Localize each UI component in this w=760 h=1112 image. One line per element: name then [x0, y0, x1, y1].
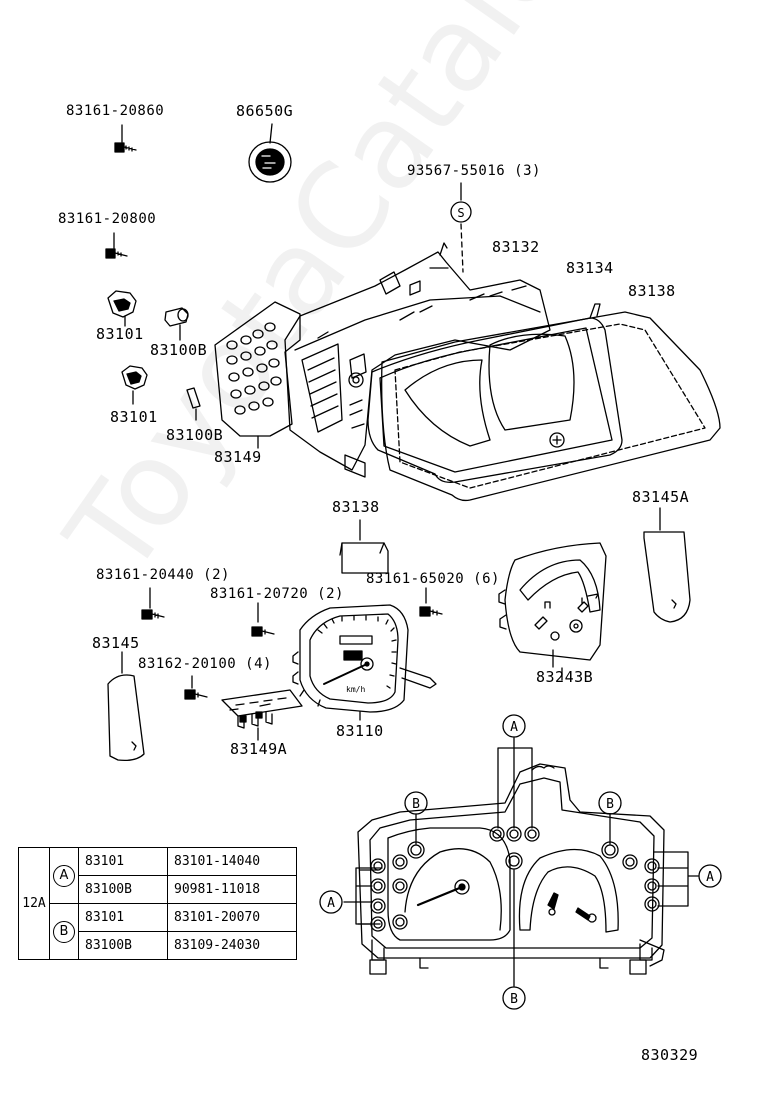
- plate-83145: [107, 651, 145, 762]
- bulb-83100b-bottom: [186, 387, 201, 421]
- label-83243b: 83243B: [536, 668, 594, 686]
- meter-case-83132: [284, 242, 551, 478]
- svg-text:A: A: [510, 720, 518, 735]
- label-83101-a: 83101: [96, 325, 144, 343]
- svg-text:B: B: [606, 797, 614, 812]
- gauge-unit: km/h: [346, 685, 365, 694]
- screw-83161-20860: [114, 124, 137, 153]
- legend-part: 83100B: [78, 931, 168, 960]
- svg-text:A: A: [327, 896, 335, 911]
- printed-circuit-83149: [214, 301, 301, 449]
- bulb-socket-83101-bottom: [121, 365, 148, 405]
- legend-number: 83109-24030: [167, 931, 297, 960]
- legend-row: 12A A 83101 83101-14040: [18, 847, 297, 960]
- screw-83161-20800: [105, 232, 128, 259]
- label-83161-20800: 83161-20800: [58, 211, 157, 227]
- label-83138-mid: 83138: [332, 498, 380, 516]
- label-83161-65020: 83161-65020 (6): [366, 571, 500, 587]
- svg-text:B: B: [412, 797, 420, 812]
- screws-83161-65020: [419, 587, 443, 617]
- legend-number: 83101-14040: [167, 847, 297, 876]
- legend-marker-b: B: [53, 920, 75, 943]
- legend-part: 83101: [78, 903, 168, 932]
- screws-83161-20440: [141, 587, 165, 620]
- label-83149: 83149: [214, 448, 262, 466]
- marker-b-right: B: [598, 791, 622, 815]
- label-83100b-a: 83100B: [150, 341, 208, 359]
- legend-row: 83100B 83109-24030: [19, 931, 297, 960]
- label-83110: 83110: [336, 722, 384, 740]
- marker-a-top: A: [502, 714, 526, 738]
- instrument-panel-front-view: [357, 763, 665, 975]
- label-83132: 83132: [492, 238, 540, 256]
- bulb-83100b-top: [164, 307, 189, 341]
- marker-b-left: B: [404, 791, 428, 815]
- label-83161-20440: 83161-20440 (2): [96, 567, 230, 583]
- svg-text:A: A: [706, 870, 714, 885]
- label-83161-20720: 83161-20720 (2): [210, 586, 344, 602]
- legend-number: 83101-20070: [167, 903, 297, 932]
- legend-number: 90981-11018: [167, 875, 297, 904]
- marker-s: S: [450, 201, 472, 223]
- switch-83138: [339, 519, 389, 574]
- meter-glass-83138: [381, 303, 721, 502]
- legend-group: 12A: [18, 847, 50, 960]
- legend-part: 83100B: [78, 875, 168, 904]
- printed-circuit-83149a: [221, 689, 303, 741]
- label-83162-20100: 83162-20100 (4): [138, 656, 272, 672]
- bulb-socket-83101-top: [107, 290, 137, 327]
- label-83101-b: 83101: [110, 408, 158, 426]
- buzzer-86650g: [248, 123, 292, 183]
- marker-b-bottom: B: [502, 986, 526, 1010]
- legend-row: B 83101 83101-20070: [19, 903, 297, 960]
- meter-lens-83134: [367, 317, 623, 483]
- label-83145a: 83145A: [632, 488, 690, 506]
- label-83138-top: 83138: [628, 282, 676, 300]
- speedometer-83110: [292, 604, 437, 713]
- screws-83162-20100: [184, 675, 208, 700]
- diagram-code: 830329: [641, 1046, 699, 1064]
- legend-row: 83100B 90981-11018: [19, 875, 297, 904]
- svg-text:B: B: [510, 992, 518, 1007]
- label-83145: 83145: [92, 634, 140, 652]
- legend-marker-a: A: [53, 864, 75, 887]
- marker-a-left: A: [319, 890, 343, 914]
- label-93567-55016: 93567-55016 (3): [407, 163, 541, 179]
- label-83161-20860: 83161-20860: [66, 103, 165, 119]
- gauge-plate-83243b: [498, 542, 607, 668]
- screws-83161-20720: [251, 602, 275, 637]
- marker-a-right: A: [698, 864, 722, 888]
- label-83134: 83134: [566, 259, 614, 277]
- legend-part: 83101: [78, 847, 168, 876]
- label-83100b-b: 83100B: [166, 426, 224, 444]
- label-83149a: 83149A: [230, 740, 288, 758]
- label-86650g: 86650G: [236, 102, 294, 120]
- plate-83145a: [643, 507, 691, 623]
- bulb-legend-table: 12A A 83101 83101-14040 83100B 90981-110…: [18, 847, 297, 960]
- svg-text:S: S: [457, 206, 464, 220]
